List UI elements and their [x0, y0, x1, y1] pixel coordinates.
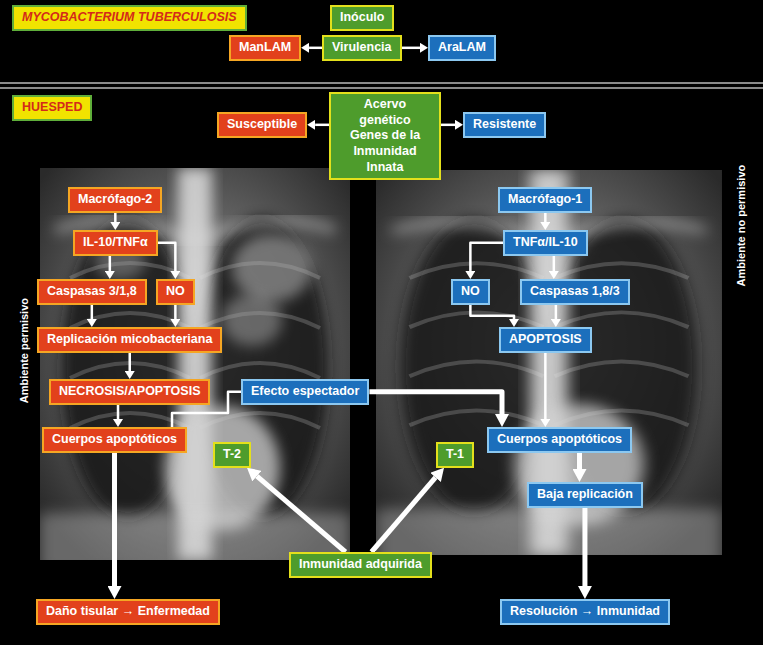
flow-arrow [577, 453, 582, 469]
box-label: Cuerpos apoptóticos [497, 432, 622, 448]
box-label: AraLAM [438, 40, 486, 56]
flow-arrow [112, 453, 117, 586]
flow-arrow [544, 353, 547, 419]
box-label: Caspasas 3/1,8 [47, 284, 137, 300]
susceptible-path-box: Macrófago-2 [68, 187, 162, 213]
flow-arrow [174, 305, 177, 319]
box-label: Acervo genético Genes de la Inmunidad In… [339, 97, 431, 175]
resistant-path-box: Macrófago-1 [498, 187, 592, 213]
side-label: Ambiente permisivo [18, 298, 31, 403]
box-label: T-2 [223, 447, 241, 463]
box-label: Replicación micobacteriana [47, 332, 212, 348]
section-heading-box: HUESPED [12, 95, 92, 121]
flow-arrow [128, 353, 131, 371]
side-label: Ambiente no permisivo [735, 165, 748, 287]
flow-arrow [117, 405, 120, 419]
box-label: Inóculo [340, 10, 384, 26]
susceptible-path-box: Susceptible [217, 112, 307, 138]
box-label: Efecto espectador [251, 384, 359, 400]
chest-xray-healthy [376, 170, 722, 568]
flow-arrow [441, 124, 455, 127]
resistant-path-box: NO [451, 279, 490, 305]
section-rule [0, 87, 763, 89]
box-label: Macrófago-1 [508, 192, 582, 208]
flow-arrow [371, 477, 435, 552]
resistant-path-box: AraLAM [428, 35, 496, 61]
susceptible-path-box: Replicación micobacteriana [37, 327, 222, 353]
resistant-path-box: Cuerpos apoptóticos [487, 427, 632, 453]
box-label: Resistente [473, 117, 536, 133]
box-label: Baja replicación [537, 487, 633, 503]
resistant-path-box: Baja replicación [527, 482, 643, 508]
resistant-path-box: TNFα/IL-10 [503, 230, 588, 256]
flow-arrow [470, 305, 514, 319]
susceptible-path-box: NO [156, 279, 195, 305]
box-label: MYCOBACTERIUM TUBERCULOSIS [22, 10, 237, 26]
shared-box: T-2 [213, 442, 251, 468]
flow-arrow [91, 305, 94, 319]
box-label: Cuerpos apoptóticos [52, 432, 177, 448]
box-label: Caspasas 1,8/3 [530, 284, 620, 300]
infiltrate [222, 294, 282, 346]
section-heading-box: MYCOBACTERIUM TUBERCULOSIS [12, 5, 247, 31]
resistant-path-box: Efecto espectador [241, 379, 369, 405]
box-label: NO [461, 284, 480, 300]
resistant-path-box: APOPTOSIS [499, 327, 592, 353]
box-label: Daño tisular → Enfermedad [46, 604, 210, 620]
resistant-path-box: Resistente [463, 112, 546, 138]
box-label: APOPTOSIS [509, 332, 582, 348]
resistant-path-box: Resolución → Inmunidad [500, 599, 670, 625]
flow-arrow [369, 392, 502, 414]
shared-box: Inmunidad adquirida [289, 552, 432, 578]
box-label: Inmunidad adquirida [299, 557, 422, 573]
flow-arrow [555, 305, 558, 319]
susceptible-path-box: ManLAM [229, 35, 301, 61]
susceptible-path-box: Cuerpos apoptóticos [42, 427, 187, 453]
susceptible-path-box: IL-10/TNFα [73, 230, 158, 256]
flow-arrow [402, 47, 420, 50]
box-label: IL-10/TNFα [83, 235, 148, 251]
flow-arrow [553, 256, 556, 271]
flow-arrow [470, 243, 503, 271]
section-rule [0, 82, 763, 84]
box-label: Virulencia [332, 40, 392, 56]
box-label: NO [166, 284, 185, 300]
box-label: HUESPED [22, 100, 82, 116]
box-label: NECROSIS/APOPTOSIS [59, 384, 200, 400]
box-label: Susceptible [227, 117, 297, 133]
susceptible-path-box: Daño tisular → Enfermedad [36, 599, 220, 625]
flow-arrow [315, 124, 329, 127]
flow-arrow [544, 213, 547, 222]
box-label: ManLAM [239, 40, 291, 56]
shared-box: Acervo genético Genes de la Inmunidad In… [329, 92, 441, 180]
chest-xray-diseased [40, 168, 350, 573]
flow-arrow [582, 508, 587, 586]
flow-arrow [309, 47, 322, 50]
infiltrate [232, 234, 312, 302]
susceptible-path-box: NECROSIS/APOPTOSIS [49, 379, 210, 405]
flow-arrow [114, 213, 117, 222]
flow-arrow [109, 256, 112, 271]
susceptible-path-box: Caspasas 3/1,8 [37, 279, 147, 305]
flow-arrow [257, 476, 346, 552]
box-label: Macrófago-2 [78, 192, 152, 208]
box-label: Resolución → Inmunidad [510, 604, 660, 620]
box-label: T-1 [446, 447, 464, 463]
shared-box: Virulencia [322, 35, 402, 61]
shared-box: T-1 [436, 442, 474, 468]
resistant-path-box: Caspasas 1,8/3 [520, 279, 630, 305]
flow-arrow [158, 243, 176, 271]
shared-box: Inóculo [330, 5, 394, 31]
box-label: TNFα/IL-10 [513, 235, 578, 251]
